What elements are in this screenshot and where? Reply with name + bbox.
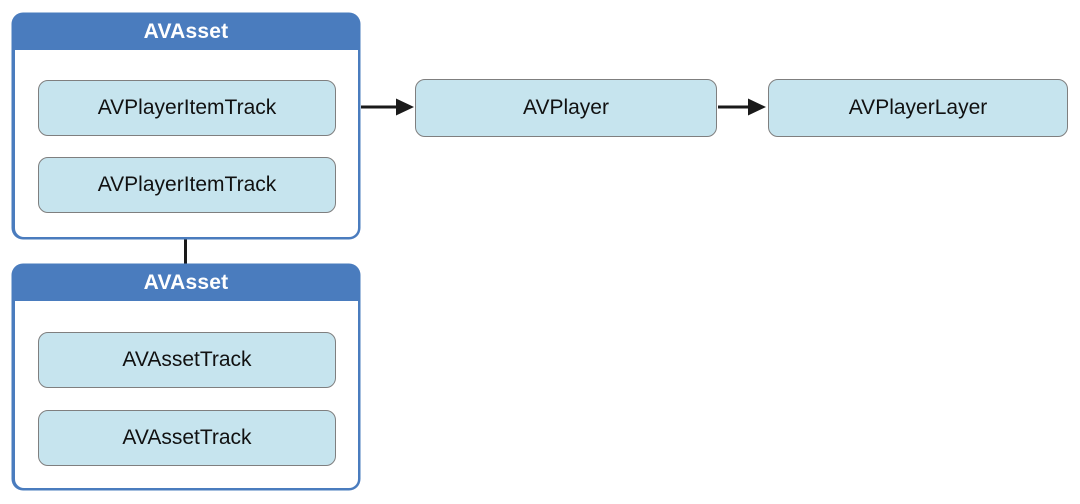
node-avplayeritemtrack-1: AVPlayerItemTrack (38, 80, 336, 136)
container-avasset-bottom: AVAsset AVAssetTrack AVAssetTrack (12, 264, 360, 490)
arrow-right-icon (361, 98, 414, 116)
container-avasset-top: AVAsset AVPlayerItemTrack AVPlayerItemTr… (12, 13, 360, 239)
node-avplayerlayer: AVPlayerLayer (768, 79, 1068, 137)
node-avplayer: AVPlayer (415, 79, 717, 137)
container-avasset-top-title: AVAsset (143, 19, 229, 43)
node-avassettrack-1: AVAssetTrack (38, 332, 336, 388)
node-avassettrack-2: AVAssetTrack (38, 410, 336, 466)
container-avasset-bottom-title: AVAsset (143, 270, 229, 294)
node-avplayeritemtrack-2: AVPlayerItemTrack (38, 157, 336, 213)
arrow-right-icon (718, 98, 766, 116)
